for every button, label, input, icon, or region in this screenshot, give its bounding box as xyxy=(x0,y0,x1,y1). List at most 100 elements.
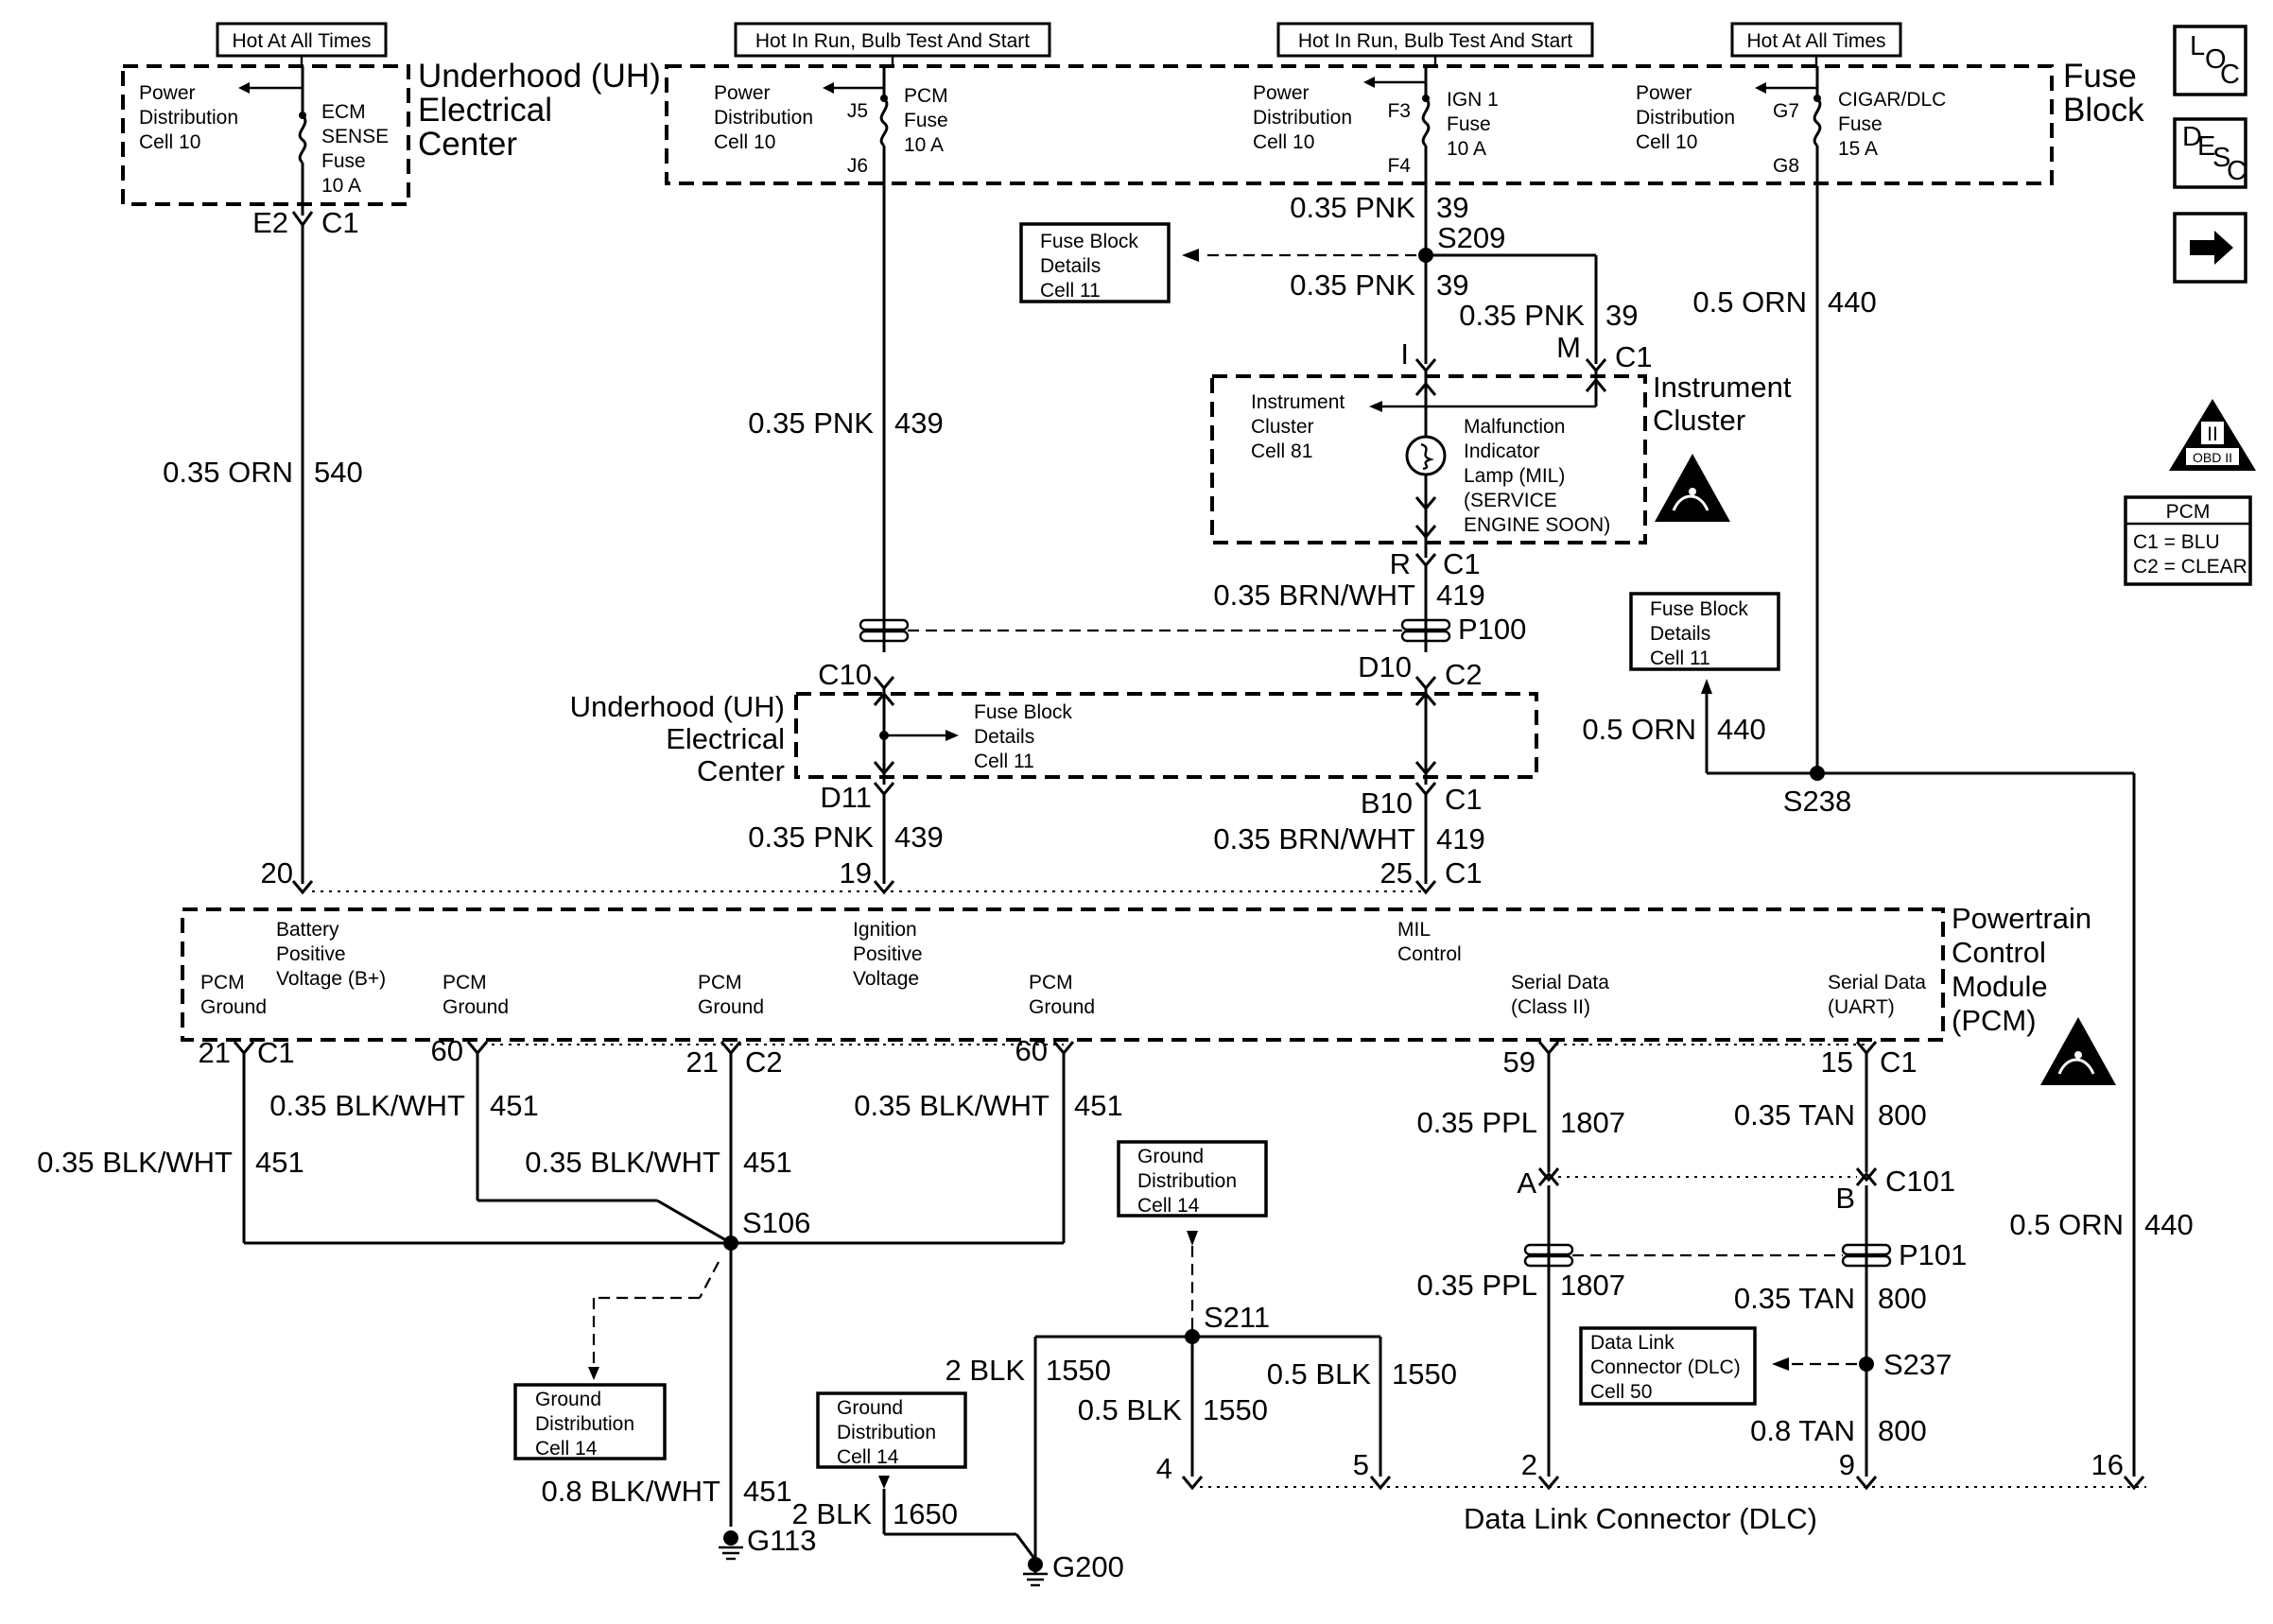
connector-icon xyxy=(233,1041,255,1056)
fuse-block-details-ref-1: Fuse Block Details Cell 11 xyxy=(1019,222,1171,303)
loc-button[interactable]: L O C xyxy=(2173,25,2247,96)
pd-ref-label: Cell 10 xyxy=(1636,131,1697,153)
pcm-function-label: PCM xyxy=(200,972,245,993)
ign1-fuse-icon xyxy=(1421,96,1431,147)
inline-connector-label: C101 xyxy=(1885,1165,1955,1198)
hot-in-run-header-1: Hot In Run, Bulb Test And Start xyxy=(734,22,1051,58)
wire-gauge-label: 0.5 ORN xyxy=(1692,285,1807,319)
splice-label: S211 xyxy=(1204,1301,1270,1334)
connector-icon xyxy=(1537,1476,1560,1491)
pin-label: D10 xyxy=(1358,650,1412,683)
circuit-number-label: 439 xyxy=(894,406,944,440)
connector-icon xyxy=(466,1041,489,1056)
circuit-number-label: 800 xyxy=(1878,1282,1927,1315)
connector-icon xyxy=(1369,1476,1392,1491)
ref-label: Cell 14 xyxy=(535,1438,598,1460)
pcm-function-label: Ground xyxy=(1029,996,1095,1018)
wire-gauge-label: 0.35 ORN xyxy=(163,456,293,489)
wire-gauge-label: 0.35 BRN/WHT xyxy=(1213,822,1415,855)
obd-label: OBD II xyxy=(2193,450,2232,465)
connector-label: C1 xyxy=(257,1036,295,1069)
cluster-title: Instrument xyxy=(1653,371,1792,404)
desc-button[interactable]: D E S C xyxy=(2173,117,2247,189)
next-button[interactable] xyxy=(2173,212,2247,284)
cluster-ref-label: Cluster xyxy=(1251,416,1314,438)
hot-at-all-times-right-header: Hot At All Times xyxy=(1730,22,1902,58)
arrow-left-icon xyxy=(1755,82,1766,94)
ref-label: Distribution xyxy=(837,1422,936,1443)
fuse-label: Fuse xyxy=(1447,113,1491,135)
pcm-function-label: MIL xyxy=(1397,919,1431,941)
pin-label: D11 xyxy=(820,781,872,814)
connector-icon xyxy=(1414,880,1437,895)
wire-gauge-label: 0.35 BLK/WHT xyxy=(854,1089,1050,1122)
pcm-title: Control xyxy=(1952,936,2046,969)
pcm-function-label: Positive xyxy=(853,943,923,965)
pin-label: B10 xyxy=(1361,786,1413,820)
splice-s106 xyxy=(723,1235,738,1251)
wire-gauge-label: 0.35 PPL xyxy=(1416,1269,1537,1302)
connector-label: C1 xyxy=(1443,547,1481,580)
connector-icon xyxy=(1855,1476,1878,1491)
obd-ii-icon: II OBD II xyxy=(2169,399,2256,471)
legend-entry: C2 = CLEAR xyxy=(2133,556,2247,578)
ref-label: Cell 11 xyxy=(1040,280,1101,302)
ground-label: G200 xyxy=(1052,1550,1124,1583)
uh-title: Center xyxy=(697,754,785,787)
ref-label: Details xyxy=(1650,623,1710,645)
connector-icon xyxy=(1181,1476,1204,1491)
legend-entry: C1 = BLU xyxy=(2133,531,2220,553)
pin-label: C10 xyxy=(818,658,872,691)
lamp-label: Malfunction xyxy=(1464,416,1565,438)
pd-ref-label: Cell 10 xyxy=(714,131,775,153)
dlc-title: Data Link Connector (DLC) xyxy=(1464,1502,1817,1535)
instrument-cluster: Instrument Cluster Instrument Cluster Ce… xyxy=(1210,371,1792,544)
pin-label: 2 xyxy=(1521,1448,1537,1481)
pcm-function-label: PCM xyxy=(1029,972,1073,993)
desc-letter: S xyxy=(2212,143,2230,173)
wire-gauge-label: 0.35 BLK/WHT xyxy=(525,1146,720,1179)
pin-label: 60 xyxy=(1015,1034,1048,1067)
cluster-ref-label: Cell 81 xyxy=(1251,441,1312,462)
uh-electrical-center-top: Underhood (UH) Electrical Center Power D… xyxy=(121,58,661,206)
connector-label: C1 xyxy=(321,206,359,239)
fuse-label: CIGAR/DLC xyxy=(1838,89,1946,111)
circuit-number-label: 419 xyxy=(1436,579,1485,612)
ground-label: G113 xyxy=(747,1524,817,1557)
connector-icon xyxy=(291,880,314,895)
pcm-function-label: Positive xyxy=(276,943,346,965)
hot-in-run-header-2: Hot In Run, Bulb Test And Start xyxy=(1276,22,1594,58)
wire-gauge-label: 0.8 BLK/WHT xyxy=(542,1475,721,1508)
circuit-number-label: 451 xyxy=(1074,1089,1123,1122)
arrow-left-icon xyxy=(823,82,834,94)
pin-label: I xyxy=(1400,337,1409,371)
wire-gauge-label: 0.35 PNK xyxy=(1290,268,1415,302)
fuse-block-details-ref-2: Fuse Block Details Cell 11 xyxy=(1629,592,1780,671)
circuit-number-label: 800 xyxy=(1878,1098,1927,1132)
arrow-right-icon xyxy=(2190,231,2233,265)
connector-label: C1 xyxy=(1880,1045,1917,1079)
pin-label: G7 xyxy=(1773,100,1799,122)
ref-label: Connector (DLC) xyxy=(1590,1356,1741,1378)
circuit-number-label: 1650 xyxy=(893,1497,958,1530)
ground-distribution-ref-3: Ground Distribution Cell 14 xyxy=(816,1391,967,1469)
circuit-number-label: 800 xyxy=(1878,1414,1927,1447)
ref-label: Ground xyxy=(837,1397,903,1419)
splice-label: S209 xyxy=(1437,221,1505,254)
arrow-right-icon xyxy=(946,730,959,741)
circuit-number-label: 439 xyxy=(894,821,944,854)
fuse-label: PCM xyxy=(904,85,948,107)
connector-label: C2 xyxy=(1445,658,1483,691)
uh-ref-label: Details xyxy=(974,726,1034,748)
arrow-up-icon xyxy=(1701,679,1712,694)
circuit-number-label: 39 xyxy=(1605,299,1638,332)
lamp-label: Lamp (MIL) xyxy=(1464,465,1565,487)
fuse-block-title: Block xyxy=(2063,92,2144,129)
connector-icon xyxy=(873,880,895,895)
fuse-label: 10 A xyxy=(1447,138,1486,160)
circuit-number-label: 440 xyxy=(1828,285,1877,319)
pin-label: 5 xyxy=(1353,1448,1369,1481)
pin-label: 21 xyxy=(199,1036,231,1069)
ref-label: Cell 11 xyxy=(1650,648,1710,669)
pin-label: 15 xyxy=(1821,1045,1853,1079)
